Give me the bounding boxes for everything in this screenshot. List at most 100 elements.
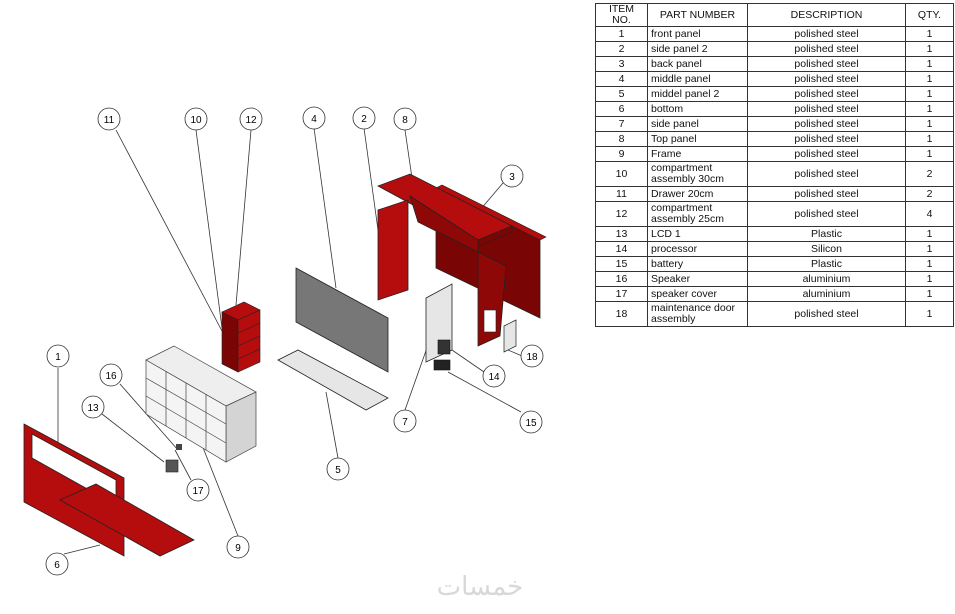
balloon-10: 10: [184, 107, 208, 131]
leader-line: [325, 391, 339, 459]
cell-description: polished steel: [747, 86, 906, 102]
cell-description: polished steel: [747, 71, 906, 87]
balloon-5: 5: [326, 457, 350, 481]
cell-part-number: processor: [647, 241, 748, 257]
cell-description: polished steel: [747, 201, 906, 227]
cell-part-number: side panel: [647, 116, 748, 132]
leader-line: [363, 127, 379, 231]
leader-line: [101, 413, 165, 463]
part-processor: [437, 339, 451, 355]
leader-line: [313, 127, 337, 289]
cell-description: polished steel: [747, 56, 906, 72]
cell-description: Plastic: [747, 226, 906, 242]
cell-description: polished steel: [747, 101, 906, 117]
cell-item-no: 16: [595, 271, 648, 287]
cell-description: polished steel: [747, 161, 906, 187]
part-compartment-stack: [221, 301, 261, 373]
leader-line: [199, 439, 239, 537]
cell-qty: 1: [905, 256, 954, 272]
balloon-6: 6: [45, 552, 69, 576]
balloon-11: 11: [97, 107, 121, 131]
balloon-1: 1: [46, 344, 70, 368]
balloon-label: 10: [190, 115, 202, 126]
cell-item-no: 8: [595, 131, 648, 147]
cell-part-number: speaker cover: [647, 286, 748, 302]
cell-qty: 4: [905, 201, 954, 227]
balloon-label: 12: [245, 115, 257, 126]
cell-item-no: 12: [595, 201, 648, 227]
cell-item-no: 11: [595, 186, 648, 202]
balloon-label: 16: [105, 371, 117, 382]
leader-line: [235, 129, 252, 306]
cell-part-number: Frame: [647, 146, 748, 162]
balloon-label: 13: [87, 403, 99, 414]
leader-line: [404, 344, 429, 411]
cell-part-number: Top panel: [647, 131, 748, 147]
cell-qty: 1: [905, 226, 954, 242]
cell-description: Silicon: [747, 241, 906, 257]
balloon-7: 7: [393, 409, 417, 433]
leader-line: [195, 129, 223, 329]
balloon-17: 17: [186, 478, 210, 502]
cell-item-no: 3: [595, 56, 648, 72]
part-side-panel-2: [377, 199, 409, 301]
balloon-label: 6: [54, 560, 60, 571]
leader-line: [507, 349, 523, 357]
leader-line: [404, 129, 413, 179]
balloon-label: 4: [311, 114, 317, 125]
cell-qty: 1: [905, 71, 954, 87]
cell-part-number: battery: [647, 256, 748, 272]
balloon-label: 11: [104, 115, 115, 126]
balloon-12: 12: [239, 107, 263, 131]
cell-qty: 1: [905, 131, 954, 147]
balloon-label: 2: [361, 114, 367, 125]
cell-description: Plastic: [747, 256, 906, 272]
balloon-8: 8: [393, 107, 417, 131]
leader-line: [174, 449, 192, 481]
leader-line: [115, 129, 233, 351]
cell-item-no: 7: [595, 116, 648, 132]
cell-item-no: 5: [595, 86, 648, 102]
balloon-2: 2: [352, 106, 376, 130]
cell-qty: 1: [905, 86, 954, 102]
leader-line: [63, 544, 101, 555]
balloon-13: 13: [81, 395, 105, 419]
cell-qty: 2: [905, 161, 954, 187]
cell-description: polished steel: [747, 116, 906, 132]
cell-item-no: 10: [595, 161, 648, 187]
cell-qty: 1: [905, 56, 954, 72]
cell-part-number: bottom: [647, 101, 748, 117]
header-description: DESCRIPTION: [747, 3, 906, 27]
cell-description: aluminium: [747, 286, 906, 302]
cell-part-number: Speaker: [647, 271, 748, 287]
cell-qty: 2: [905, 186, 954, 202]
cell-part-number: back panel: [647, 56, 748, 72]
balloon-label: 17: [192, 486, 204, 497]
cell-qty: 1: [905, 146, 954, 162]
cell-qty: 1: [905, 26, 954, 42]
header-qty: QTY.: [905, 3, 954, 27]
leader-line: [119, 383, 179, 451]
cell-qty: 1: [905, 241, 954, 257]
part-maintenance-door: [503, 319, 517, 353]
cell-qty: 1: [905, 101, 954, 117]
part-middel-panel-2: [277, 349, 389, 411]
balloon-3: 3: [500, 164, 524, 188]
cell-part-number: side panel 2: [647, 41, 748, 57]
part-frame: [145, 345, 257, 463]
balloon-4: 4: [302, 106, 326, 130]
